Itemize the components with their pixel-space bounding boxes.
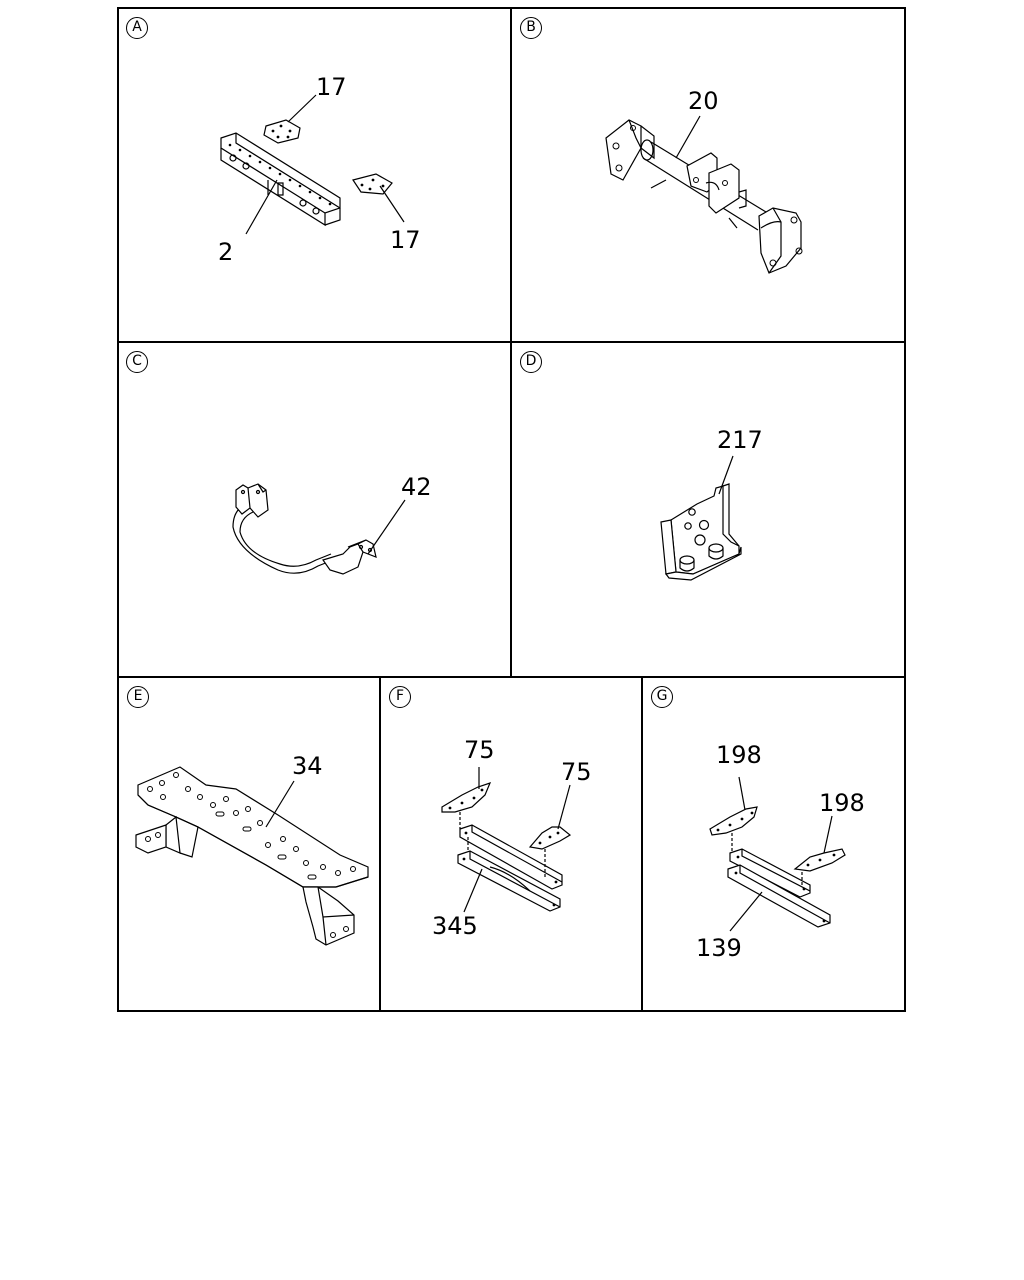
callout-34: 34 <box>292 752 323 780</box>
callout-217: 217 <box>717 426 763 454</box>
callout-198-right: 198 <box>819 789 865 817</box>
crossmember-bracket-drawing <box>118 8 511 342</box>
callout-2: 2 <box>218 238 234 266</box>
panel-d: D <box>511 342 905 677</box>
callout-198-left: 198 <box>716 741 762 769</box>
panel-d-label: D <box>520 351 542 373</box>
callout-345: 345 <box>432 912 478 940</box>
panel-c-label: C <box>126 351 148 373</box>
callout-17-upper: 17 <box>316 73 347 101</box>
tube-crossmember-drawing <box>511 8 905 342</box>
panel-b-label: B <box>520 17 542 39</box>
panel-a-label: A <box>126 17 148 39</box>
panel-f-label: F <box>389 686 411 708</box>
panel-f: F <box>380 677 642 1011</box>
stabilizer-bar-drawing <box>118 342 511 677</box>
frame-crossmember-drawing <box>118 677 380 1011</box>
mounting-bracket-drawing <box>511 342 905 677</box>
callout-20: 20 <box>688 87 719 115</box>
panel-g: G <box>642 677 905 1011</box>
panel-b: B <box>511 8 905 342</box>
panel-g-label: G <box>651 686 673 708</box>
crossmember-assembly-drawing <box>380 677 642 1011</box>
panel-c: C 42 <box>118 342 511 677</box>
callout-139: 139 <box>696 934 742 962</box>
callout-17-lower: 17 <box>390 226 421 254</box>
callout-42: 42 <box>401 473 432 501</box>
callout-75-right: 75 <box>561 758 592 786</box>
panel-e-label: E <box>127 686 149 708</box>
callout-75-left: 75 <box>464 736 495 764</box>
crossmember-reinforcement-drawing <box>642 677 905 1011</box>
panel-a: A <box>118 8 511 342</box>
panel-e: E <box>118 677 380 1011</box>
